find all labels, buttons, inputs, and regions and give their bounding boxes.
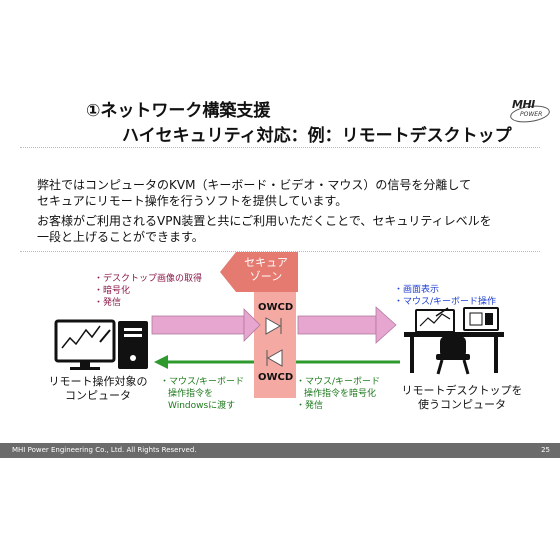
left-pc-label-line2: コンピュータ [65,389,131,402]
page-number: 25 [541,446,550,454]
footer-copyright: MHI Power Engineering Co., Ltd. All Righ… [12,446,197,454]
right-bottom-bullet-3: ・発信 [296,401,324,411]
logo-sub-text: POWER [520,111,543,118]
right-workstation-icon [404,307,504,375]
body-divider [20,251,540,252]
owcd-bottom-label: OWCD [258,372,294,383]
owcd-top-label: OWCD [258,302,294,313]
left-top-bullet-1: ・デスクトップ画像の取得 [94,274,203,284]
footer-bar [0,443,560,458]
right-top-bullet-1: ・画面表示 [394,285,440,295]
pink-arrow-left-head [243,308,261,342]
left-pc-label: リモート操作対象の コンピュータ [38,375,158,403]
slide-title-line2: ハイセキュリティ対応：例：リモートデスクトップ [122,126,512,146]
right-top-bullet-list: ・画面表示 ・マウス/キーボード操作 [394,284,496,308]
secure-zone-label-line1: セキュア [244,256,288,269]
right-top-bullet-2: ・マウス/キーボード操作 [394,297,497,307]
green-arrow-left-head [154,355,168,369]
left-top-bullet-list: ・デスクトップ画像の取得 ・暗号化 ・発信 [94,273,202,309]
left-tower-icon [118,321,148,369]
right-bottom-bullet-1: ・マウス/キーボード [296,377,381,387]
paragraph-line-2: セキュアにリモート操作を行うソフトを提供しています。 [37,194,348,208]
slide-title-line1: ①ネットワーク構築支援 [86,101,271,121]
pink-arrow-right-segment [297,315,377,335]
left-bottom-bullet-1: ・マウス/キーボード [160,377,245,387]
right-pc-label: リモートデスクトップを 使うコンピュータ [392,384,532,412]
right-bottom-bullet-2: 操作指令を暗号化 [304,389,377,399]
left-pc-label-line1: リモート操作対象の [48,375,148,388]
diode-top-symbol [265,317,282,335]
paragraph-line-1: 弊社ではコンピュータのKVM（キーボード・ビデオ・マウス）の信号を分離して [37,178,472,192]
diode-bottom-symbol [266,349,283,367]
paragraph-line-3: お客様がご利用されるVPN装置と共にご利用いただくことで、セキュリティレベルを [37,214,492,228]
secure-zone-label-line2: ゾーン [249,270,283,283]
paragraph-line-4: 一段と上げることができます。 [37,230,204,244]
left-bottom-bullet-list: ・マウス/キーボード 操作指令を Windowsに渡す [160,376,244,412]
title-divider [20,147,540,148]
company-logo: MHI POWER [509,98,551,125]
left-top-bullet-2: ・暗号化 [94,286,131,296]
right-bottom-bullet-list: ・マウス/キーボード 操作指令を暗号化 ・発信 [296,376,380,412]
right-pc-label-line1: リモートデスクトップを [401,384,523,397]
pink-arrow-right-head [375,306,397,344]
secure-zone-label-arrow [220,252,298,292]
left-bottom-bullet-3: Windowsに渡す [168,401,236,411]
secure-zone-label: セキュア ゾーン [238,256,294,284]
left-top-bullet-3: ・発信 [94,298,122,308]
secure-zone [254,286,296,398]
left-monitor-icon [54,319,116,370]
left-bottom-bullet-2: 操作指令を [168,389,214,399]
right-pc-label-line2: 使うコンピュータ [418,398,506,411]
pink-arrow-left-segment [151,315,245,335]
logo-main-text: MHI [512,98,535,111]
